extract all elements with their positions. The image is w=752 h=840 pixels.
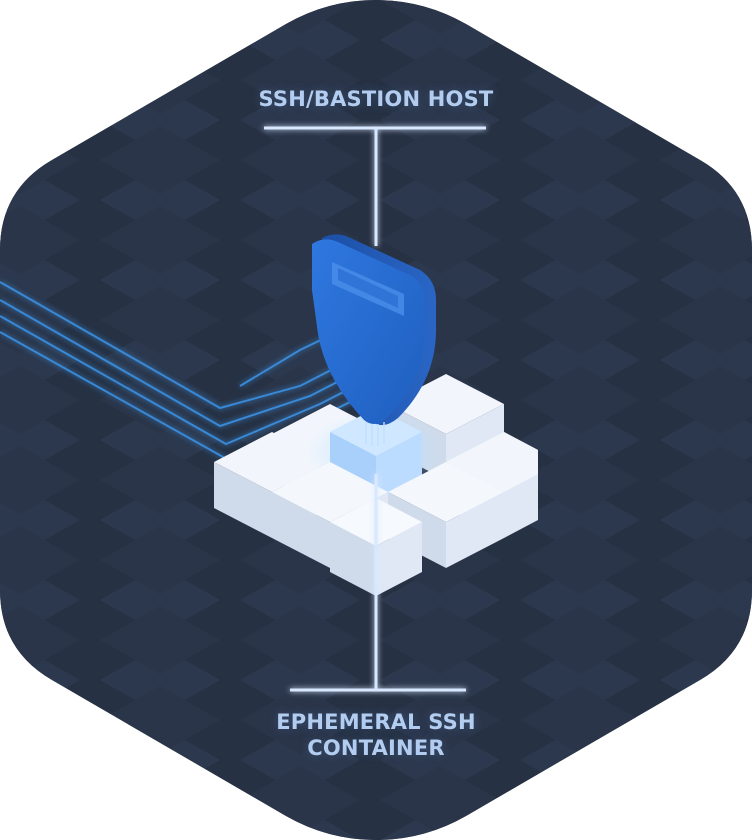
shield-links: [365, 422, 385, 446]
container-label-line2: CONTAINER: [307, 736, 445, 760]
cube-grid-icon: [214, 374, 538, 596]
container-label: EPHEMERAL SSH CONTAINER: [226, 709, 526, 761]
container-label-line1: EPHEMERAL SSH: [276, 710, 476, 734]
container-connector: [290, 474, 466, 692]
host-label: SSH/BASTION HOST: [258, 87, 494, 111]
host-connector: [264, 126, 486, 246]
shield-icon: [312, 234, 436, 426]
